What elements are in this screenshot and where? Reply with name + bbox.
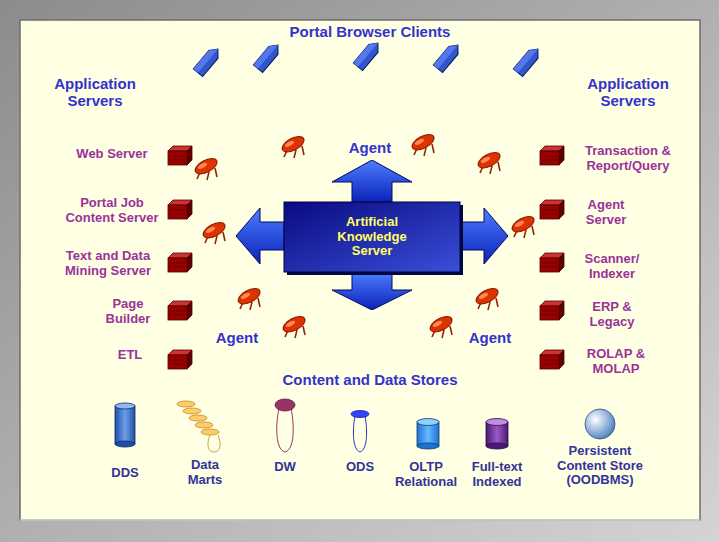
dds-cylinder-body: [115, 406, 135, 444]
server-label: Web Server: [57, 147, 167, 162]
server-label: Portal Job Content Server: [57, 196, 167, 225]
server-name: Artificial Knowledge Server: [330, 215, 414, 260]
dds-cylinder-base: [115, 441, 135, 447]
dw-loop: [277, 408, 293, 452]
data-mart-disc: [177, 401, 195, 407]
agent-icon: [476, 149, 503, 174]
section-heading: Content and Data Stores: [250, 372, 490, 389]
section-heading: Agent: [460, 330, 520, 347]
arrow-head: [236, 208, 284, 264]
data-mart-disc: [189, 415, 207, 421]
full-text-cylinder-top: [486, 419, 508, 426]
persistent-store-sphere: [585, 409, 615, 439]
browser-client-icon: [513, 45, 542, 76]
agent-icon: [193, 155, 220, 180]
server-label: ROLAP & MOLAP: [580, 347, 652, 376]
browser-client-icon: [433, 41, 462, 72]
dw-icon: [275, 399, 295, 452]
server-icon: [540, 350, 564, 369]
data-mart-loop: [208, 435, 220, 452]
slide-panel: [20, 20, 700, 520]
store-label: ODS: [340, 460, 380, 475]
server-label: Scanner/ Indexer: [572, 252, 652, 281]
server-icon: [168, 253, 192, 272]
oltp-cylinder-top: [417, 419, 439, 426]
panel-bevel: [20, 520, 700, 521]
browser-client-icon: [353, 39, 382, 70]
store-label: DDS: [100, 466, 150, 481]
data-marts-stack: [177, 401, 220, 452]
dds-cylinder: [115, 403, 135, 447]
section-heading: Portal Browser Clients: [250, 24, 490, 41]
agent-icon: [510, 213, 537, 238]
ods-icon: [351, 411, 369, 453]
store-label: OLTP Relational: [389, 460, 463, 489]
arrow-head: [332, 160, 412, 202]
knowledge-server: Artificial Knowledge Server: [236, 160, 508, 310]
agent-icon: [474, 285, 501, 310]
server-label: ETL: [105, 348, 155, 363]
server-label: Transaction & Report/Query: [576, 144, 680, 173]
server-icon: [168, 146, 192, 165]
agent-icon: [280, 133, 307, 158]
arrow-head: [332, 272, 412, 310]
oltp-cylinder: [417, 419, 439, 450]
server-label: Page Builder: [98, 297, 158, 326]
full-text-cylinder: [486, 419, 508, 450]
server-icon: [168, 200, 192, 219]
server-label: ERP & Legacy: [580, 300, 644, 329]
agent-icon: [410, 131, 437, 156]
section-heading: Application Servers: [578, 76, 678, 110]
server-icon: [540, 200, 564, 219]
section-heading: Agent: [207, 330, 267, 347]
data-mart-disc: [183, 408, 201, 414]
store-label: Full-text Indexed: [465, 460, 529, 489]
section-heading: Application Servers: [45, 76, 145, 110]
store-label: DW: [265, 460, 305, 475]
server-icon: [540, 146, 564, 165]
agent-icon: [281, 313, 308, 338]
server-label: Agent Server: [576, 198, 636, 227]
agent-icon: [236, 285, 263, 310]
section-heading: Agent: [340, 140, 400, 157]
server-text-area: Artificial Knowledge Server: [284, 202, 460, 272]
store-label: Data Marts: [175, 458, 235, 487]
ods-loop: [353, 416, 366, 452]
browser-client-icon: [193, 45, 222, 76]
oltp-cylinder-base: [417, 443, 439, 449]
store-label: Persistent Content Store (OODBMS): [548, 444, 652, 488]
data-mart-disc: [201, 429, 219, 435]
data-mart-disc: [195, 422, 213, 428]
arrow-head: [460, 208, 508, 264]
full-text-cylinder-base: [486, 443, 508, 449]
server-box: [284, 202, 460, 272]
server-icon: [540, 301, 564, 320]
dds-cylinder-top: [115, 403, 135, 409]
server-label: Text and Data Mining Server: [52, 249, 164, 278]
dw-cap: [275, 399, 295, 411]
server-icon: [540, 253, 564, 272]
agent-icon: [201, 219, 228, 244]
server-icon: [168, 350, 192, 369]
agent-icon: [428, 313, 455, 338]
ods-cap: [351, 411, 369, 418]
server-icon: [168, 301, 192, 320]
browser-client-icon: [253, 41, 282, 72]
